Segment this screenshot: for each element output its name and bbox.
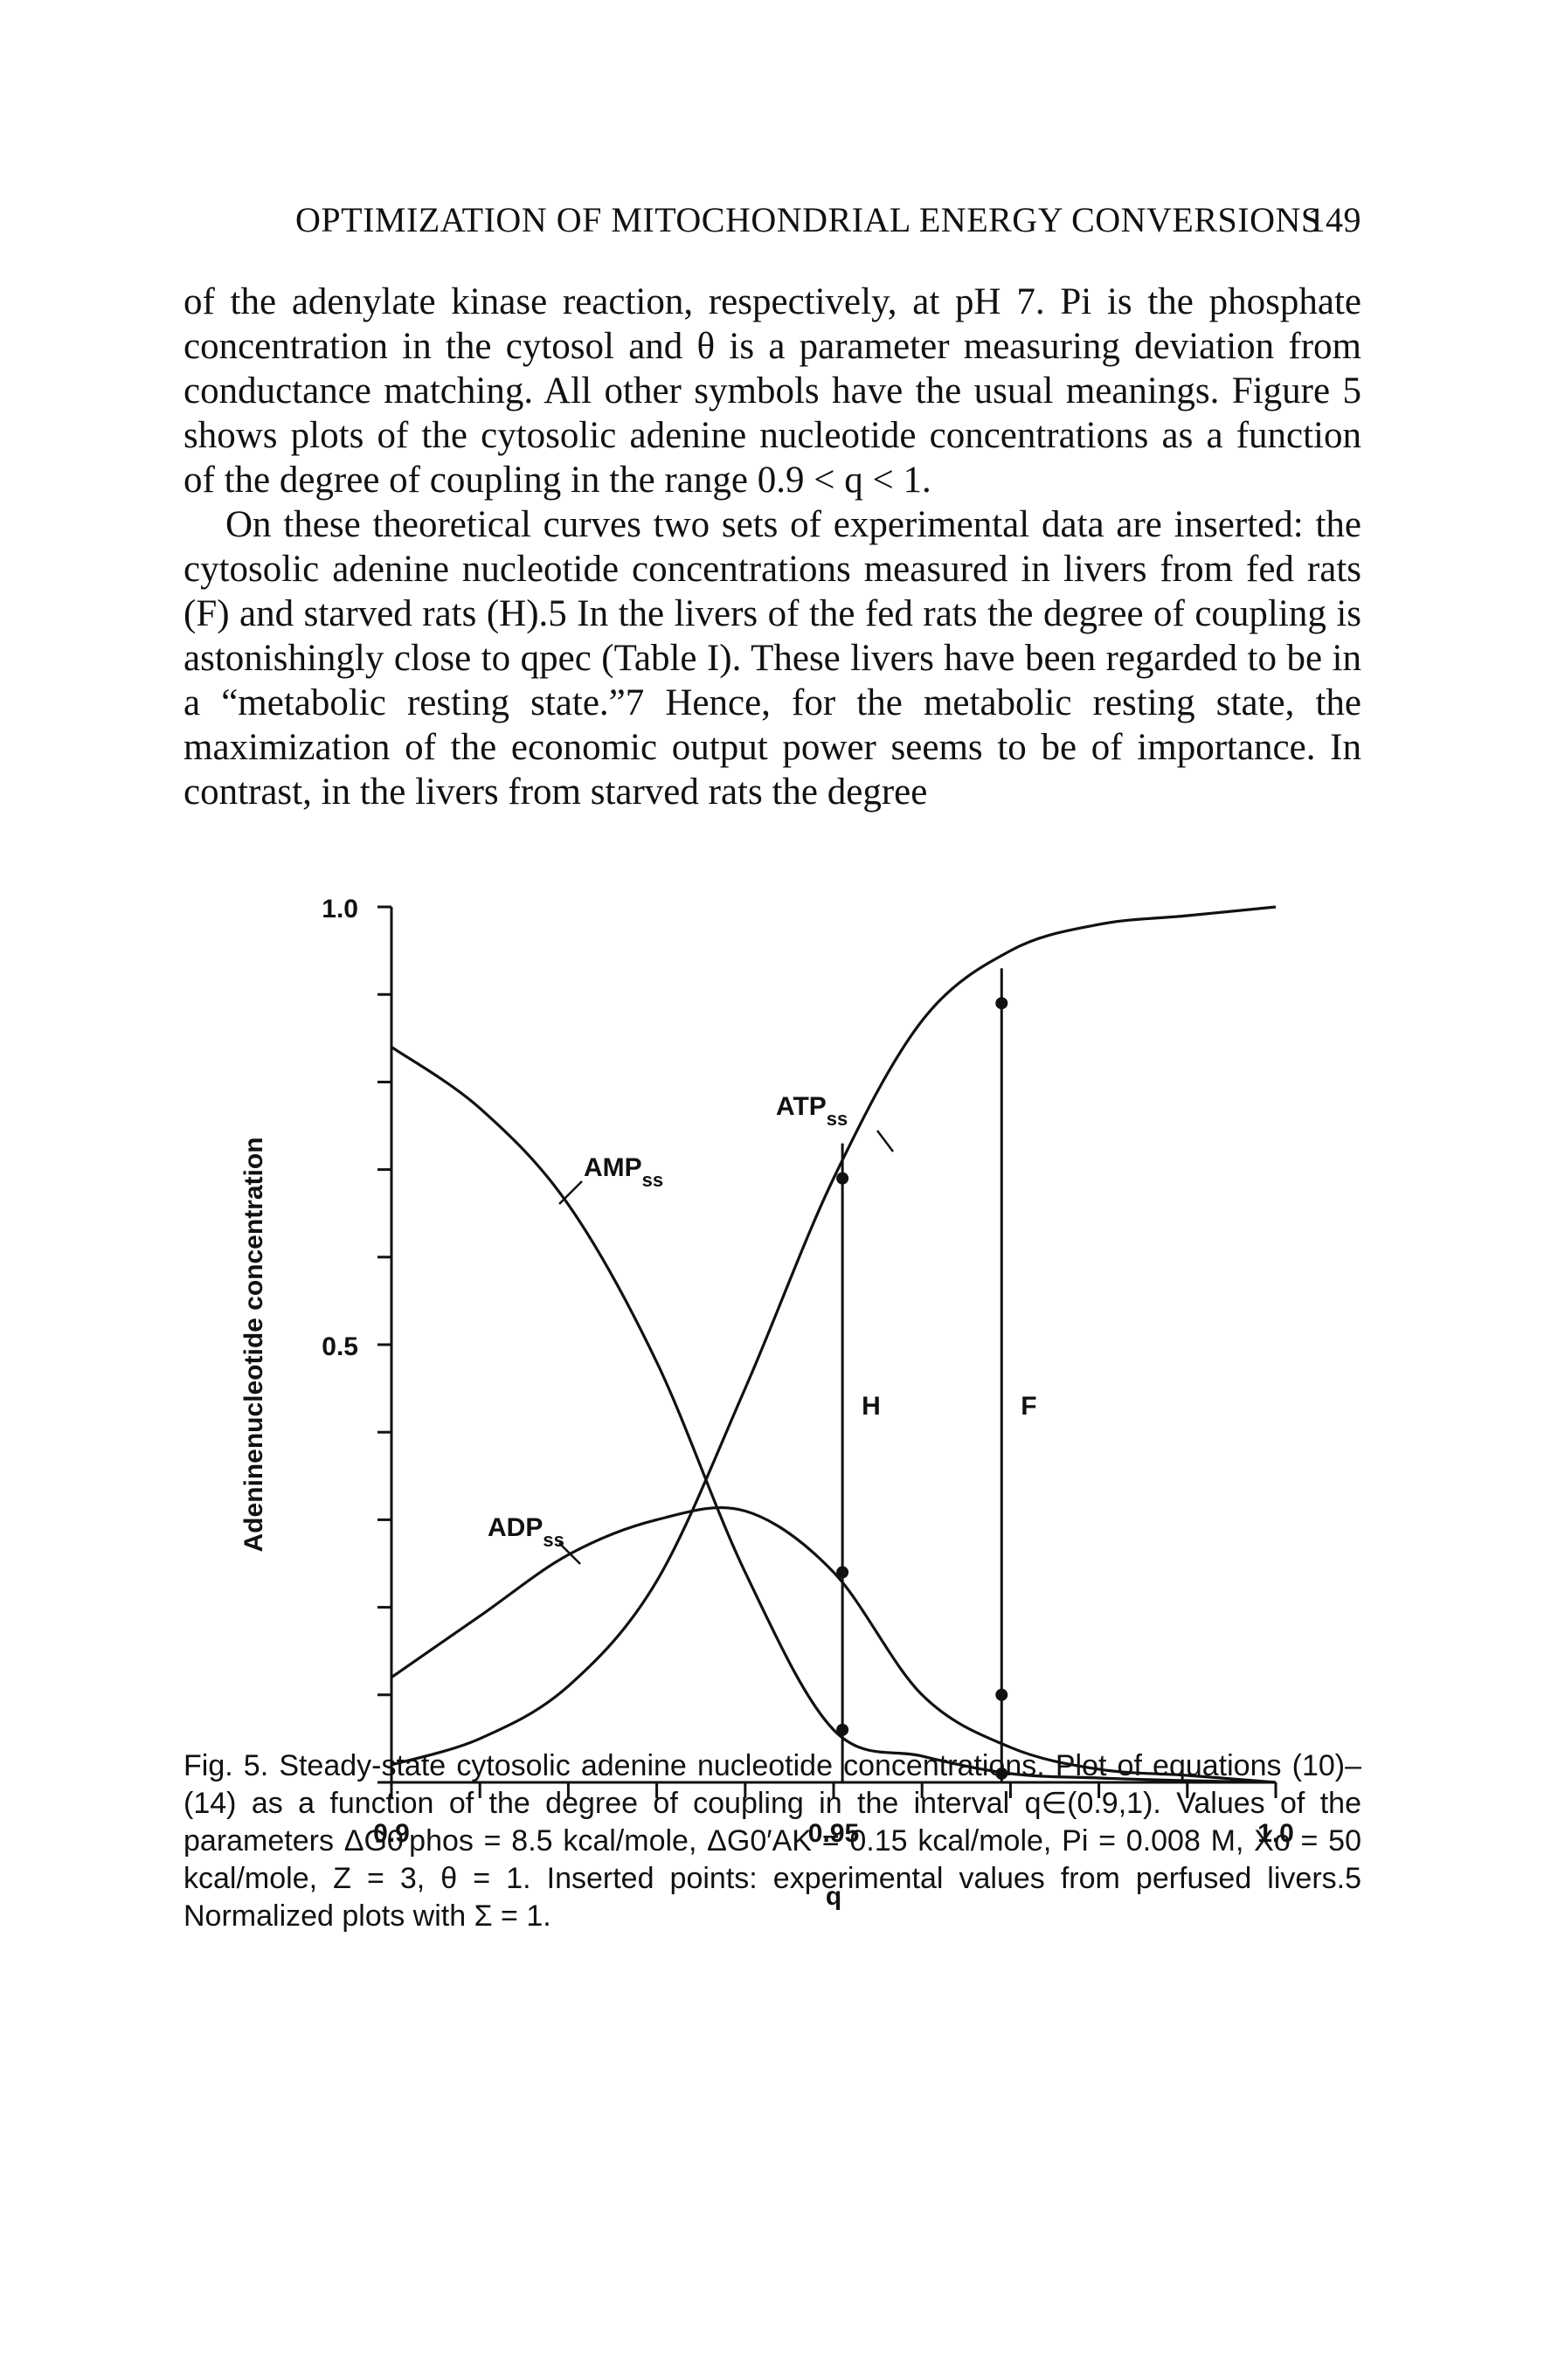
experimental-point-f — [995, 1767, 1008, 1780]
svg-text:AMPss: AMPss — [584, 1153, 663, 1191]
x-tick-label: 0.9 — [373, 1819, 410, 1848]
y-tick-label: 0.5 — [322, 1332, 358, 1361]
curve-adpss — [391, 1505, 1277, 1784]
experimental-point-h — [836, 1172, 849, 1185]
experimental-point-h — [836, 1723, 849, 1736]
experimental-point-f — [995, 1688, 1008, 1701]
y-axis-label: Adeninenucleotide concentration — [239, 1137, 268, 1552]
x-tick-label: 1.0 — [1257, 1819, 1294, 1848]
caption-label: Fig. 5. — [183, 1749, 269, 1782]
figure-caption: Fig. 5. Steady-state cytosolic adenine n… — [183, 1747, 1361, 1935]
curve-ampss — [391, 1046, 1277, 1784]
x-axis-label: q — [826, 1882, 841, 1911]
svg-text:ADPss: ADPss — [488, 1513, 564, 1551]
page-number: 149 — [1307, 200, 1361, 239]
experimental-label-f: F — [1021, 1392, 1036, 1421]
experimental-point-f — [995, 997, 1008, 1010]
curve-label-ampss: AMPss — [558, 1153, 663, 1205]
x-tick-label: 0.95 — [808, 1819, 859, 1848]
caption-text: Steady-state cytosolic adenine nucleotid… — [183, 1749, 1361, 1933]
paragraph-1: of the adenylate kinase reaction, respec… — [183, 281, 1361, 501]
curve-atpss — [391, 905, 1277, 1767]
experimental-label-h: H — [862, 1392, 881, 1421]
svg-text:ATPss: ATPss — [776, 1092, 848, 1130]
paragraph-2: On these theoretical curves two sets of … — [183, 504, 1361, 813]
body-text: of the adenylate kinase reaction, respec… — [183, 280, 1361, 814]
experimental-point-h — [836, 1566, 849, 1579]
curve-label-atpss: ATPss — [776, 1092, 894, 1152]
y-tick-label: 1.0 — [322, 895, 358, 924]
running-title: OPTIMIZATION OF MITOCHONDRIAL ENERGY CON… — [295, 200, 1321, 239]
